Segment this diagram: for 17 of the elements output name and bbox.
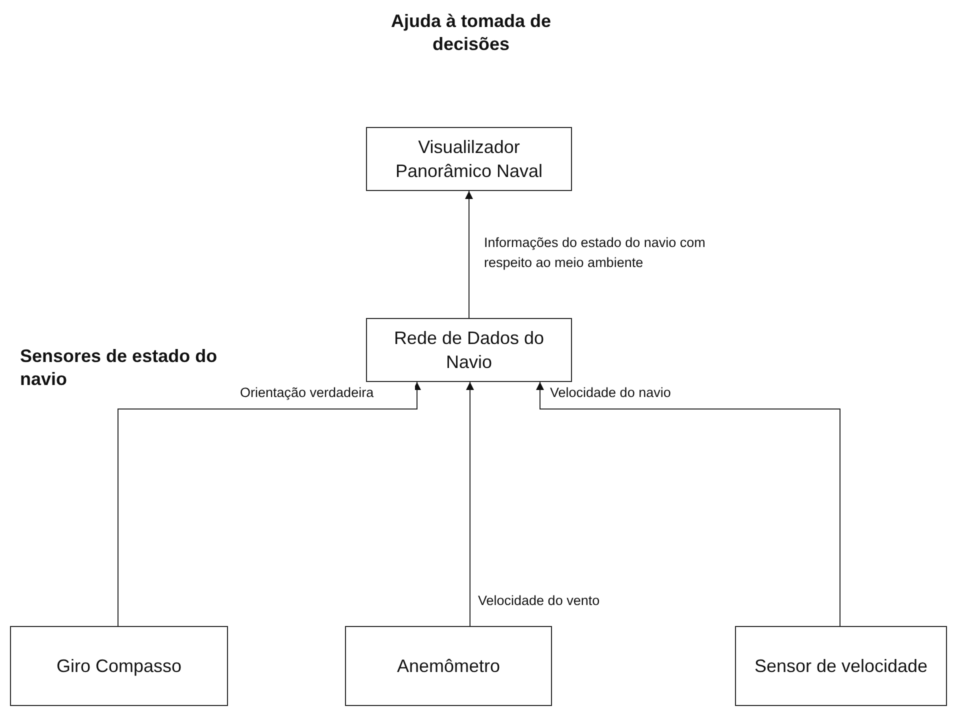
process-box — [366, 127, 572, 191]
process-box — [10, 626, 228, 706]
process-box — [366, 318, 572, 382]
box-label: Visualilzador Panorâmico Naval — [394, 136, 544, 183]
box-label: Giro Compasso — [56, 654, 182, 678]
section-heading: Ajuda à tomada de decisões — [390, 10, 552, 56]
process-box — [735, 626, 947, 706]
arrow — [466, 382, 474, 626]
arrow — [465, 190, 473, 318]
box-label: Anemômetro — [396, 654, 500, 678]
edge-label: Orientação verdadeira — [240, 383, 415, 403]
box-label: Sensor de velocidade — [754, 654, 928, 678]
process-box — [345, 626, 552, 706]
arrow — [536, 382, 840, 626]
arrow — [118, 382, 421, 626]
box-label: Rede de Dados do Navio — [392, 326, 546, 374]
section-heading: Sensores de estado do navio — [20, 345, 218, 392]
